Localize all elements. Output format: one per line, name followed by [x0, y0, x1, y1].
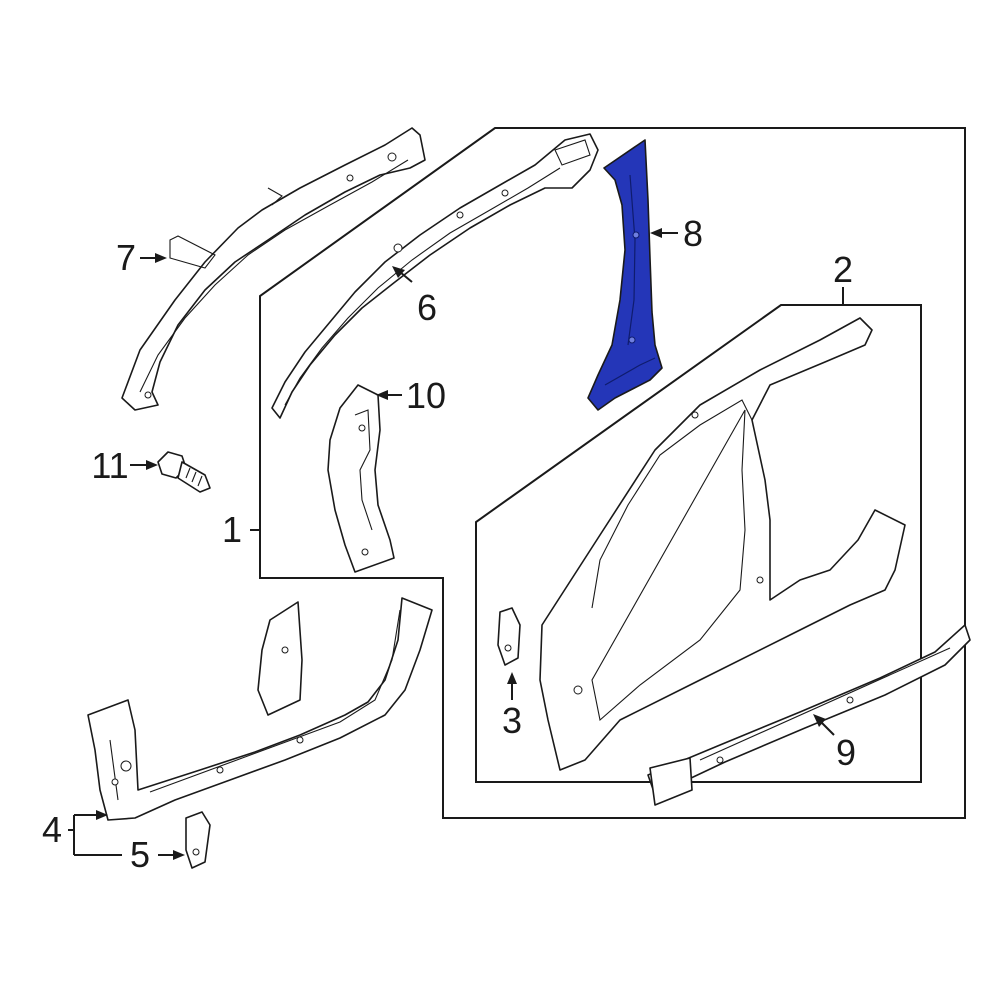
callout-7: 7	[116, 237, 136, 278]
callout-3: 3	[502, 700, 522, 741]
callout-8: 8	[683, 213, 703, 254]
callout-1: 1	[222, 509, 242, 550]
callout-4: 4	[42, 809, 62, 850]
part-4-body-side-inner[interactable]	[87, 597, 433, 821]
callout-6: 6	[417, 287, 437, 328]
part-9-rocker[interactable]	[647, 624, 971, 806]
callout-2: 2	[833, 249, 853, 290]
leader-lines	[68, 228, 844, 860]
part-10-bracket[interactable]	[327, 384, 395, 573]
part-7-pillar-rail[interactable]	[121, 127, 426, 411]
assembly-1-frame	[259, 127, 966, 819]
part-2-body-side-outer[interactable]	[539, 317, 906, 771]
callout-9: 9	[836, 732, 856, 773]
callout-10: 10	[406, 375, 446, 416]
callout-11: 11	[91, 445, 128, 486]
part-5-bracket[interactable]	[185, 811, 211, 869]
part-8-b-pillar-reinforcement[interactable]	[587, 139, 663, 411]
callout-5: 5	[130, 834, 150, 875]
part-3-bracket[interactable]	[497, 607, 521, 666]
part-11-bolt[interactable]	[157, 451, 211, 493]
assembly-2-frame	[475, 304, 922, 783]
part-6-roof-rail[interactable]	[271, 133, 599, 419]
